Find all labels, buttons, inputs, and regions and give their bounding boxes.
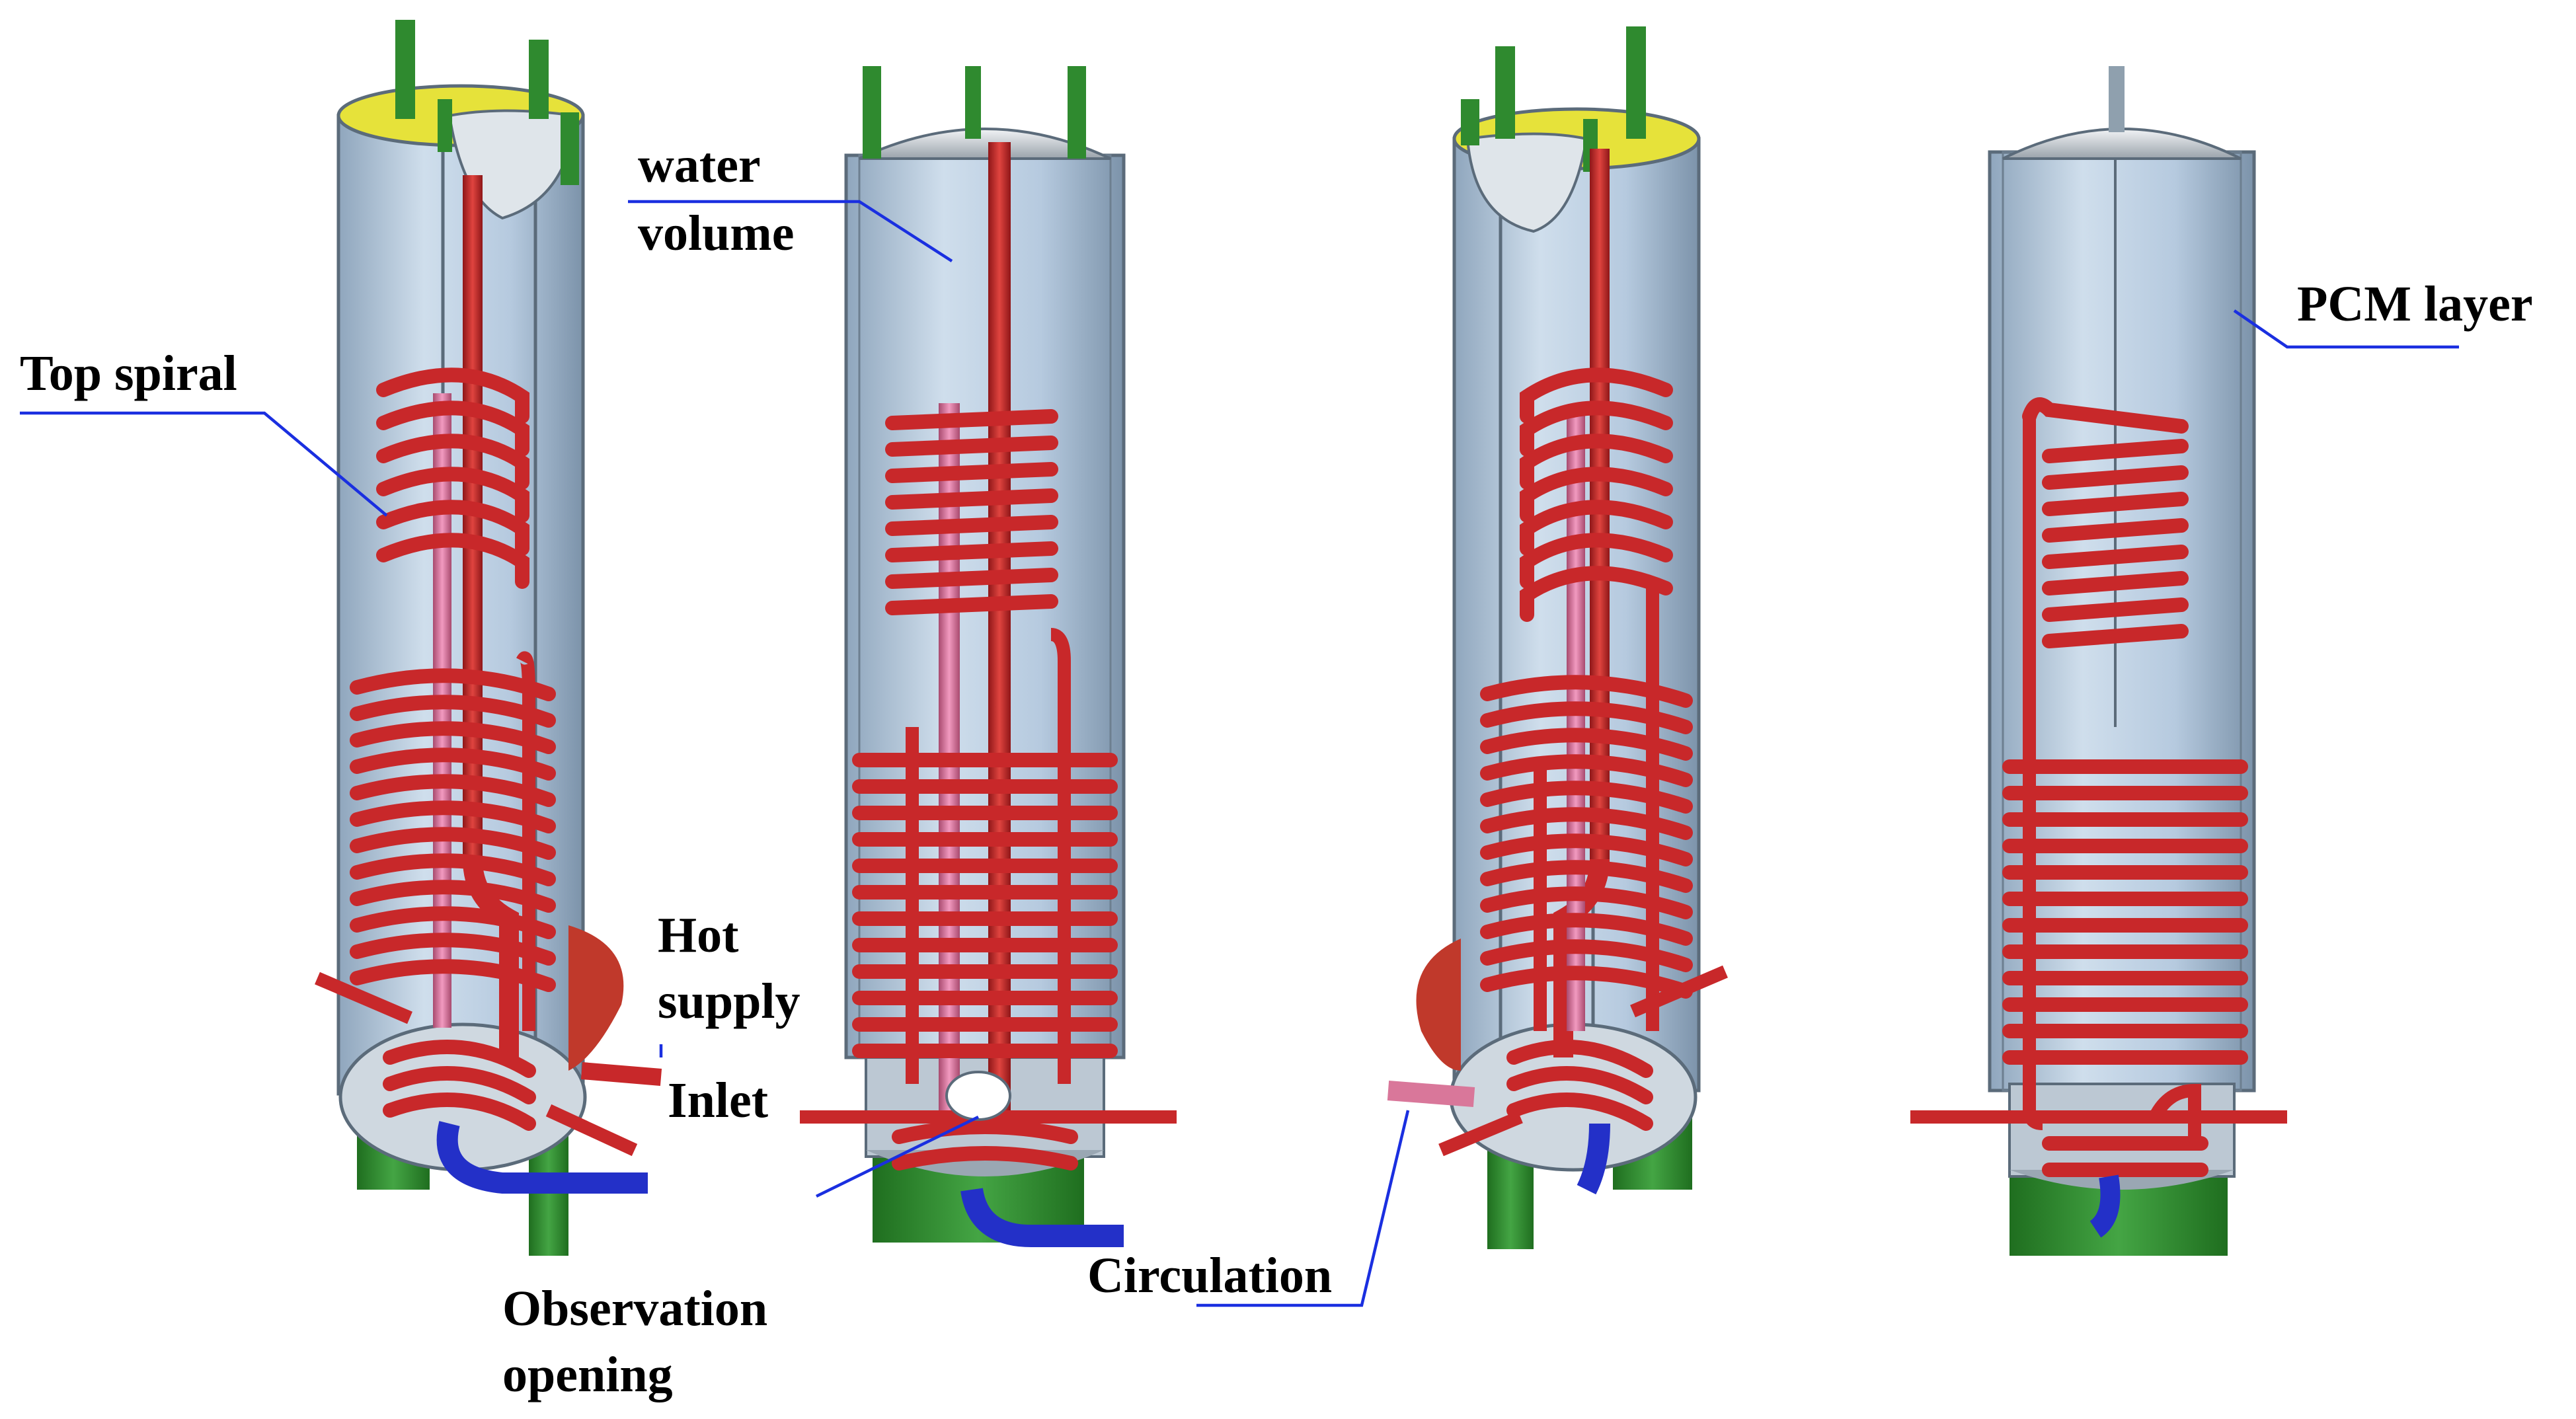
labels: water volume Top spiral Hot supply Inlet… (20, 137, 2533, 1402)
tank-1-cutaway (315, 20, 662, 1256)
tank-2-observation-opening (945, 1071, 1011, 1121)
water-volume-label-line1: water (638, 137, 761, 193)
tank-4-pcm (1910, 66, 2287, 1256)
tank-1-blue-inlet (436, 1121, 648, 1194)
hot-supply-label-line1: Hot (658, 907, 738, 963)
pcm-layer-label: PCM layer (2297, 276, 2533, 332)
tank-1-flange (568, 925, 624, 1071)
tank-4-top-spiral (2022, 397, 2189, 648)
tank-3-circulation-pipe (1387, 1081, 1475, 1107)
tank-3-blue-inlet (1577, 1123, 1610, 1195)
tank-2 (800, 66, 1177, 1247)
observation-opening-label-line1: Observation (502, 1281, 767, 1336)
tank-3-flange (1416, 939, 1461, 1071)
tank-4-bottom-spiral (2002, 759, 2248, 1177)
tank-1-hot-supply-pipe (580, 1062, 662, 1086)
leader-lines (20, 200, 2459, 1307)
observation-opening-leader (816, 1115, 979, 1198)
circulation-label: Circulation (1087, 1248, 1332, 1303)
tank-3-bottom-spiral (1480, 675, 1693, 1131)
pcm-layer-leader (2233, 309, 2459, 349)
tank-4-blue-inlet (2089, 1174, 2121, 1238)
observation-opening-label-line2: opening (502, 1347, 673, 1402)
tank-1-pink-pipe (433, 393, 451, 1028)
top-spiral-label: Top spiral (20, 346, 237, 401)
tank-1-red-riser (463, 175, 483, 863)
water-volume-leader (628, 200, 953, 262)
inlet-label: Inlet (668, 1073, 768, 1128)
hot-supply-label-line2: supply (658, 974, 800, 1029)
top-spiral-leader (20, 411, 388, 517)
tank-4-top-dome (2002, 128, 2242, 160)
tank-2-blue-inlet (960, 1187, 1124, 1247)
tank-3-top-spiral (1520, 367, 1673, 622)
water-volume-label-line2: volume (638, 206, 794, 261)
tank-1-top-spiral (376, 367, 529, 589)
tank-2-top-spiral (885, 409, 1058, 615)
circulation-leader (1196, 1110, 1410, 1307)
tank-3-cutaway (1387, 26, 1728, 1249)
tank-2-top-dome (859, 128, 1111, 160)
